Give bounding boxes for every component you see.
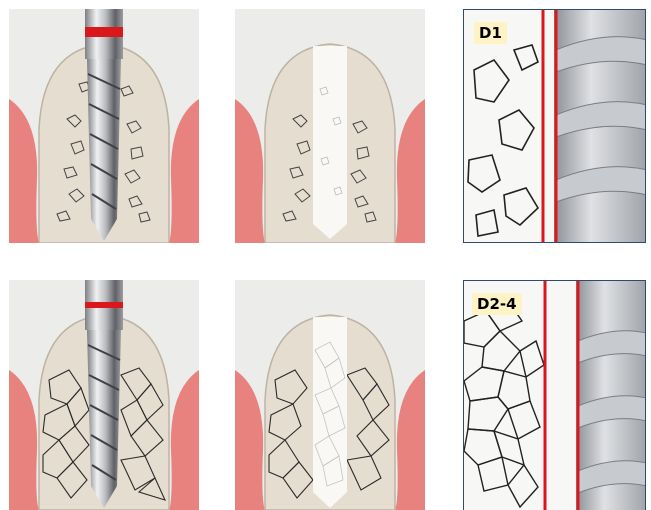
implant-thread-dense-illustration (464, 10, 646, 243)
osteotomy-spongy-illustration (235, 280, 425, 510)
drill-in-dense-bone-panel (9, 9, 199, 243)
implant-thread-spongy-illustration (464, 281, 646, 510)
drill-in-dense-bone-illustration (9, 9, 199, 243)
density-label-d1: D1 (474, 22, 507, 44)
prepared-osteotomy-dense-panel (235, 9, 425, 243)
drill-bit (85, 280, 123, 508)
implant-detail-spongy-panel: D2-4 (463, 280, 646, 510)
drill-in-spongy-bone-panel (9, 280, 199, 510)
osteotomy-dense-illustration (235, 9, 425, 243)
drill-bit (85, 9, 123, 241)
implant-detail-dense-panel: D1 (463, 9, 646, 243)
prepared-osteotomy-spongy-panel (235, 280, 425, 510)
density-label-d2-4: D2-4 (472, 293, 522, 315)
drill-in-spongy-bone-illustration (9, 280, 199, 510)
